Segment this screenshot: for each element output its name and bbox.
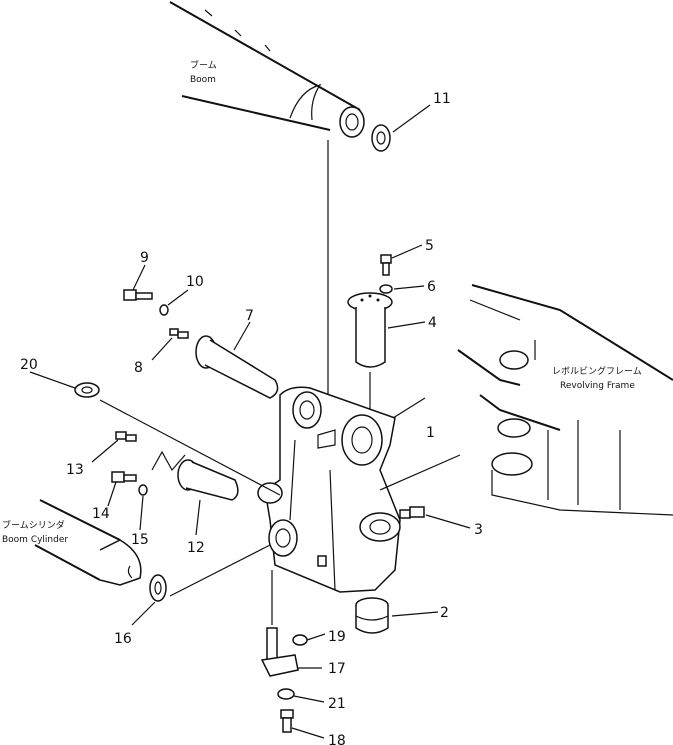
washer-15 — [138, 484, 148, 496]
bolt-5 — [380, 254, 392, 276]
boom-cylinder-label-en: Boom Cylinder — [2, 535, 68, 545]
callout-7: 7 — [245, 308, 254, 324]
callout-20: 20 — [20, 357, 38, 373]
fitting-13 — [115, 431, 137, 442]
callout-21: 21 — [328, 696, 346, 712]
callout-12: 12 — [187, 540, 205, 556]
callout-19: 19 — [328, 629, 346, 645]
revolving-frame-label-jp: レボルビングフレーム — [552, 365, 642, 377]
washer-21 — [277, 688, 295, 700]
fitting-3 — [399, 506, 425, 519]
washer-16 — [149, 574, 167, 602]
callout-3: 3 — [474, 522, 483, 538]
washer-10 — [159, 304, 169, 316]
callout-15: 15 — [131, 532, 149, 548]
washer-20 — [74, 382, 100, 398]
boom-label-jp: ブーム — [190, 59, 217, 71]
callout-11: 11 — [433, 91, 451, 107]
callout-18: 18 — [328, 733, 346, 745]
bolt-18 — [280, 709, 294, 733]
callout-4: 4 — [428, 315, 437, 331]
boom-cylinder-label-jp: ブームシリンダ — [2, 519, 65, 531]
cap-4 — [347, 292, 393, 368]
callout-9: 9 — [140, 250, 149, 266]
callout-13: 13 — [66, 462, 84, 478]
fitting-8 — [169, 328, 189, 339]
callout-6: 6 — [427, 279, 436, 295]
callout-17: 17 — [328, 661, 346, 677]
pin-7 — [195, 335, 279, 399]
callout-5: 5 — [425, 238, 434, 254]
boom-bracket-1 — [257, 386, 401, 593]
pin-17 — [260, 627, 299, 677]
callout-8: 8 — [134, 360, 143, 376]
pin-12 — [177, 459, 239, 501]
revolving-frame-drawing — [457, 284, 673, 516]
washer-11 — [371, 124, 391, 152]
callout-1: 1 — [426, 425, 435, 441]
callout-16: 16 — [114, 631, 132, 647]
washer-6 — [379, 284, 393, 294]
callout-2: 2 — [440, 605, 449, 621]
boom-label-en: Boom — [190, 75, 216, 85]
boom-drawing — [169, 1, 365, 138]
callout-10: 10 — [186, 274, 204, 290]
boom-cylinder-drawing — [34, 499, 142, 586]
revolving-frame-label-en: Revolving Frame — [560, 381, 635, 391]
callout-14: 14 — [92, 506, 110, 522]
bushing-2 — [355, 597, 389, 634]
bolt-9 — [123, 289, 153, 301]
bolt-14 — [111, 471, 137, 483]
washer-19 — [292, 634, 308, 646]
